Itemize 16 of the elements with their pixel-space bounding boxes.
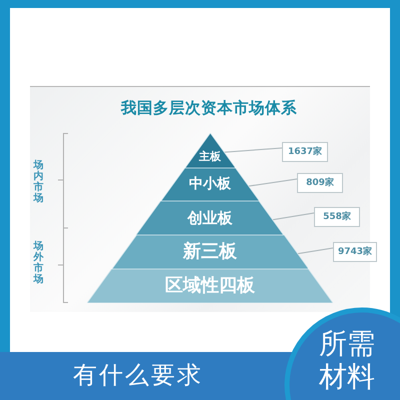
leader-line xyxy=(272,212,314,220)
pyramid-tier: 中小板 xyxy=(160,168,260,201)
bracket-label: 场外市场 xyxy=(33,241,44,285)
pyramid-tier: 创业板 xyxy=(136,201,284,235)
pyramid-tier: 新三板 xyxy=(112,235,308,269)
leader-line xyxy=(248,178,298,187)
count-callout: 809家 xyxy=(297,173,343,193)
leader-line xyxy=(296,248,334,254)
count-callout: 9743家 xyxy=(333,242,377,262)
leader-line xyxy=(223,148,282,153)
round-badge: 所需材料 xyxy=(284,307,400,400)
chart-title: 我国多层次资本市场体系 xyxy=(121,99,297,118)
count-callout: 558家 xyxy=(314,207,360,227)
bracket-label: 场内市场 xyxy=(33,160,44,204)
pyramid-tier: 主板 xyxy=(184,133,236,168)
count-callout: 1637家 xyxy=(282,142,328,162)
